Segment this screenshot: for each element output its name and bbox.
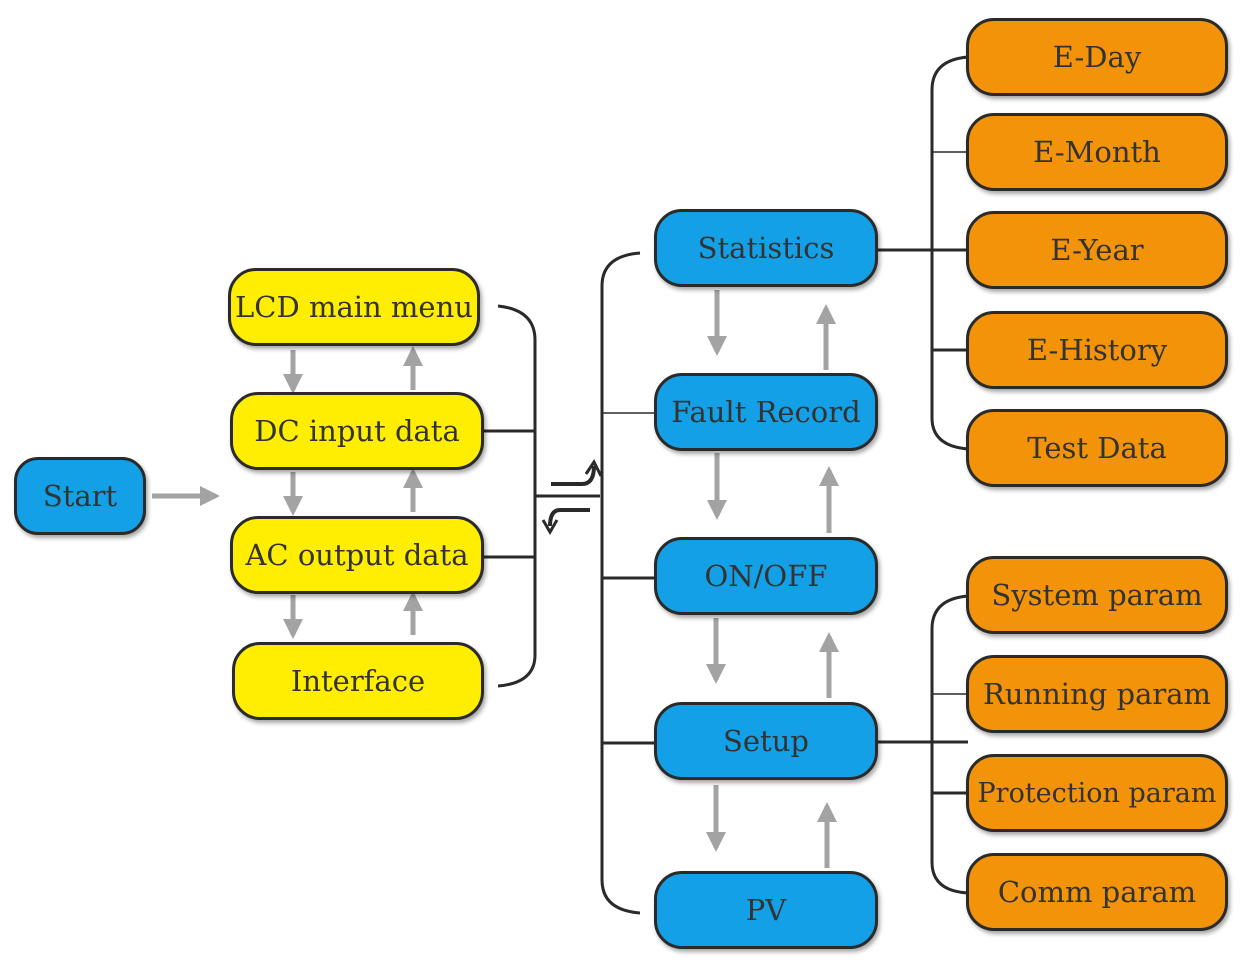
submenu-item-pv[interactable]: PV — [654, 871, 878, 949]
start-label: Start — [42, 479, 118, 513]
menu-item-label: LCD main menu — [235, 290, 473, 324]
statistics-item-e-day[interactable]: E-Day — [966, 18, 1228, 96]
submenu-item-on-off[interactable]: ON/OFF — [654, 537, 878, 615]
menu-item-lcd-main-menu[interactable]: LCD main menu — [228, 268, 480, 346]
main-menu-bracket — [484, 304, 600, 688]
submenu-item-label: Fault Record — [671, 395, 861, 429]
submenu-item-label: PV — [745, 893, 787, 927]
statistics-item-test-data[interactable]: Test Data — [966, 409, 1228, 487]
menu-item-interface[interactable]: Interface — [232, 642, 484, 720]
menu-item-label: DC input data — [254, 414, 460, 448]
setup-bracket — [878, 594, 969, 895]
setup-item-comm-param[interactable]: Comm param — [966, 853, 1228, 931]
submenu-item-statistics[interactable]: Statistics — [654, 209, 878, 287]
setup-item-protection-param[interactable]: Protection param — [966, 754, 1228, 832]
setup-item-system-param[interactable]: System param — [966, 556, 1228, 634]
submenu-item-label: ON/OFF — [704, 559, 828, 593]
setup-item-label: Protection param — [977, 777, 1217, 809]
statistics-item-e-year[interactable]: E-Year — [966, 211, 1228, 289]
statistics-bracket — [878, 55, 969, 451]
submenu-item-label: Statistics — [697, 231, 835, 265]
submenu-item-fault-record[interactable]: Fault Record — [654, 373, 878, 451]
statistics-item-e-history[interactable]: E-History — [966, 311, 1228, 389]
submenu-item-setup[interactable]: Setup — [654, 702, 878, 780]
statistics-item-label: E-Month — [1033, 135, 1161, 169]
submenu-item-label: Setup — [723, 724, 809, 758]
statistics-item-label: E-Day — [1052, 40, 1142, 74]
setup-item-label: Running param — [982, 677, 1212, 711]
setup-item-label: System param — [991, 578, 1203, 612]
menu-item-ac-output-data[interactable]: AC output data — [230, 516, 484, 594]
statistics-item-label: Test Data — [1027, 431, 1167, 465]
statistics-item-label: E-History — [1026, 333, 1168, 367]
setup-item-label: Comm param — [997, 875, 1197, 909]
setup-item-running-param[interactable]: Running param — [966, 655, 1228, 733]
submenu-nav-arrows — [706, 290, 839, 868]
submenu-bracket — [600, 251, 654, 915]
enter-return-arrows — [541, 459, 603, 535]
menu-item-label: AC output data — [245, 538, 469, 572]
menu-item-label: Interface — [290, 664, 426, 698]
menu-item-dc-input-data[interactable]: DC input data — [230, 392, 484, 470]
statistics-item-label: E-Year — [1050, 233, 1144, 267]
statistics-item-e-month[interactable]: E-Month — [966, 113, 1228, 191]
main-menu-nav-arrows — [283, 346, 423, 639]
start-node[interactable]: Start — [14, 457, 146, 535]
